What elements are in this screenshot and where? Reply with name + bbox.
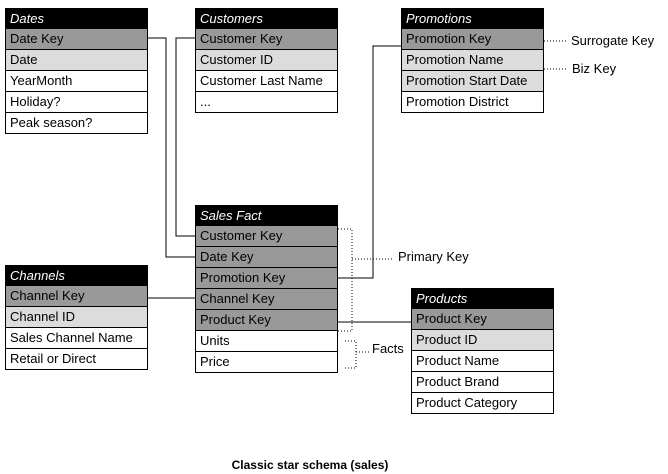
sales-fact-row-customer-key: Customer Key xyxy=(195,226,338,247)
channels-row-retail-or-direct: Retail or Direct xyxy=(5,349,148,370)
dates-table: Dates Date Key Date YearMonth Holiday? P… xyxy=(5,8,148,134)
dates-row-holiday: Holiday? xyxy=(5,92,148,113)
products-title: Products xyxy=(411,288,554,309)
sales-fact-title: Sales Fact xyxy=(195,205,338,226)
primary-key-label: Primary Key xyxy=(398,249,469,264)
sales-fact-row-channel-key: Channel Key xyxy=(195,289,338,310)
customers-title: Customers xyxy=(195,8,338,29)
sales-fact-row-product-key: Product Key xyxy=(195,310,338,331)
products-row-product-name: Product Name xyxy=(411,351,554,372)
promotions-row-promotion-key: Promotion Key xyxy=(401,29,544,50)
primary-key-bracket xyxy=(338,228,353,332)
promotions-row-promotion-name: Promotion Name xyxy=(401,50,544,71)
promotions-table: Promotions Promotion Key Promotion Name … xyxy=(401,8,544,113)
promotions-row-district: Promotion District xyxy=(401,92,544,113)
facts-bracket xyxy=(345,340,357,369)
dates-row-yearmonth: YearMonth xyxy=(5,71,148,92)
dates-row-date: Date xyxy=(5,50,148,71)
sales-fact-row-promotion-key: Promotion Key xyxy=(195,268,338,289)
customers-row-customer-id: Customer ID xyxy=(195,50,338,71)
sales-fact-row-date-key: Date Key xyxy=(195,247,338,268)
diagram-caption: Classic star schema (sales) xyxy=(231,458,389,472)
customers-table: Customers Customer Key Customer ID Custo… xyxy=(195,8,338,113)
dates-row-date-key: Date Key xyxy=(5,29,148,50)
products-row-product-brand: Product Brand xyxy=(411,372,554,393)
link-promotion-key xyxy=(338,45,402,279)
customers-row-customer-key: Customer Key xyxy=(195,29,338,50)
sales-fact-table: Sales Fact Customer Key Date Key Promoti… xyxy=(195,205,338,373)
promotions-row-start-date: Promotion Start Date xyxy=(401,71,544,92)
surrogate-key-label: Surrogate Key xyxy=(571,33,655,48)
facts-label: Facts xyxy=(372,341,404,356)
products-row-product-id: Product ID xyxy=(411,330,554,351)
link-date-key xyxy=(148,37,197,258)
biz-key-label: Biz Key xyxy=(572,61,617,76)
channels-row-channel-key: Channel Key xyxy=(5,286,148,307)
dates-row-peak-season: Peak season? xyxy=(5,113,148,134)
channels-row-channel-id: Channel ID xyxy=(5,307,148,328)
link-customer-key xyxy=(175,37,197,237)
sales-fact-row-units: Units xyxy=(195,331,338,352)
sales-fact-row-price: Price xyxy=(195,352,338,373)
dates-title: Dates xyxy=(5,8,148,29)
channels-table: Channels Channel Key Channel ID Sales Ch… xyxy=(5,265,148,370)
promotions-title: Promotions xyxy=(401,8,544,29)
products-table: Products Product Key Product ID Product … xyxy=(411,288,554,414)
products-row-product-category: Product Category xyxy=(411,393,554,414)
customers-row-ellipsis: ... xyxy=(195,92,338,113)
customers-row-last-name: Customer Last Name xyxy=(195,71,338,92)
products-row-product-key: Product Key xyxy=(411,309,554,330)
channels-title: Channels xyxy=(5,265,148,286)
channels-row-sales-channel-name: Sales Channel Name xyxy=(5,328,148,349)
